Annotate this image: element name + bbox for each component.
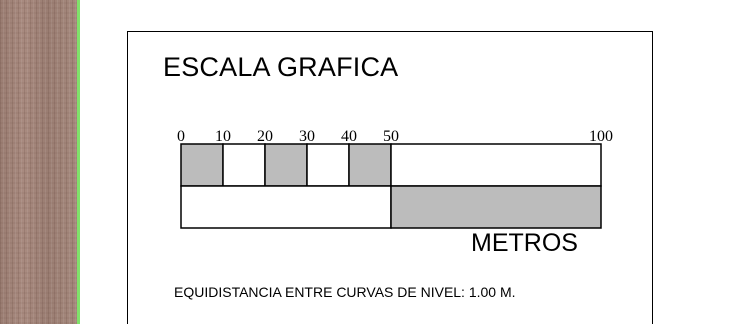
scale-upper-row <box>180 143 602 187</box>
scale-tick-label: 50 <box>383 128 399 145</box>
scale-segment-upper <box>222 143 266 187</box>
green-border-line <box>77 0 80 324</box>
scale-tick-label: 30 <box>299 128 315 145</box>
scale-tick-labels: 0 10 20 30 40 50 100 <box>177 128 613 145</box>
scale-segment-lower <box>390 185 602 229</box>
scale-segment-upper <box>348 143 392 187</box>
edge-strip <box>80 0 84 324</box>
scale-segment-upper <box>264 143 308 187</box>
scale-segment-upper <box>390 143 602 187</box>
scale-lower-row <box>180 185 602 229</box>
scale-tick-label: 20 <box>257 128 273 145</box>
scale-segment-lower <box>180 185 392 229</box>
contour-interval-note: EQUIDISTANCIA ENTRE CURVAS DE NIVEL: 1.0… <box>174 284 516 300</box>
scale-tick-label: 0 <box>177 128 185 145</box>
scale-tick-label: 100 <box>589 128 613 145</box>
scale-title: ESCALA GRAFICA <box>163 52 399 82</box>
scale-segment-upper <box>306 143 350 187</box>
scale-tick-label: 40 <box>341 128 357 145</box>
scale-tick-label: 10 <box>215 128 231 145</box>
unit-label: METROS <box>471 229 578 257</box>
background-texture <box>0 0 78 324</box>
scale-segment-upper <box>180 143 224 187</box>
